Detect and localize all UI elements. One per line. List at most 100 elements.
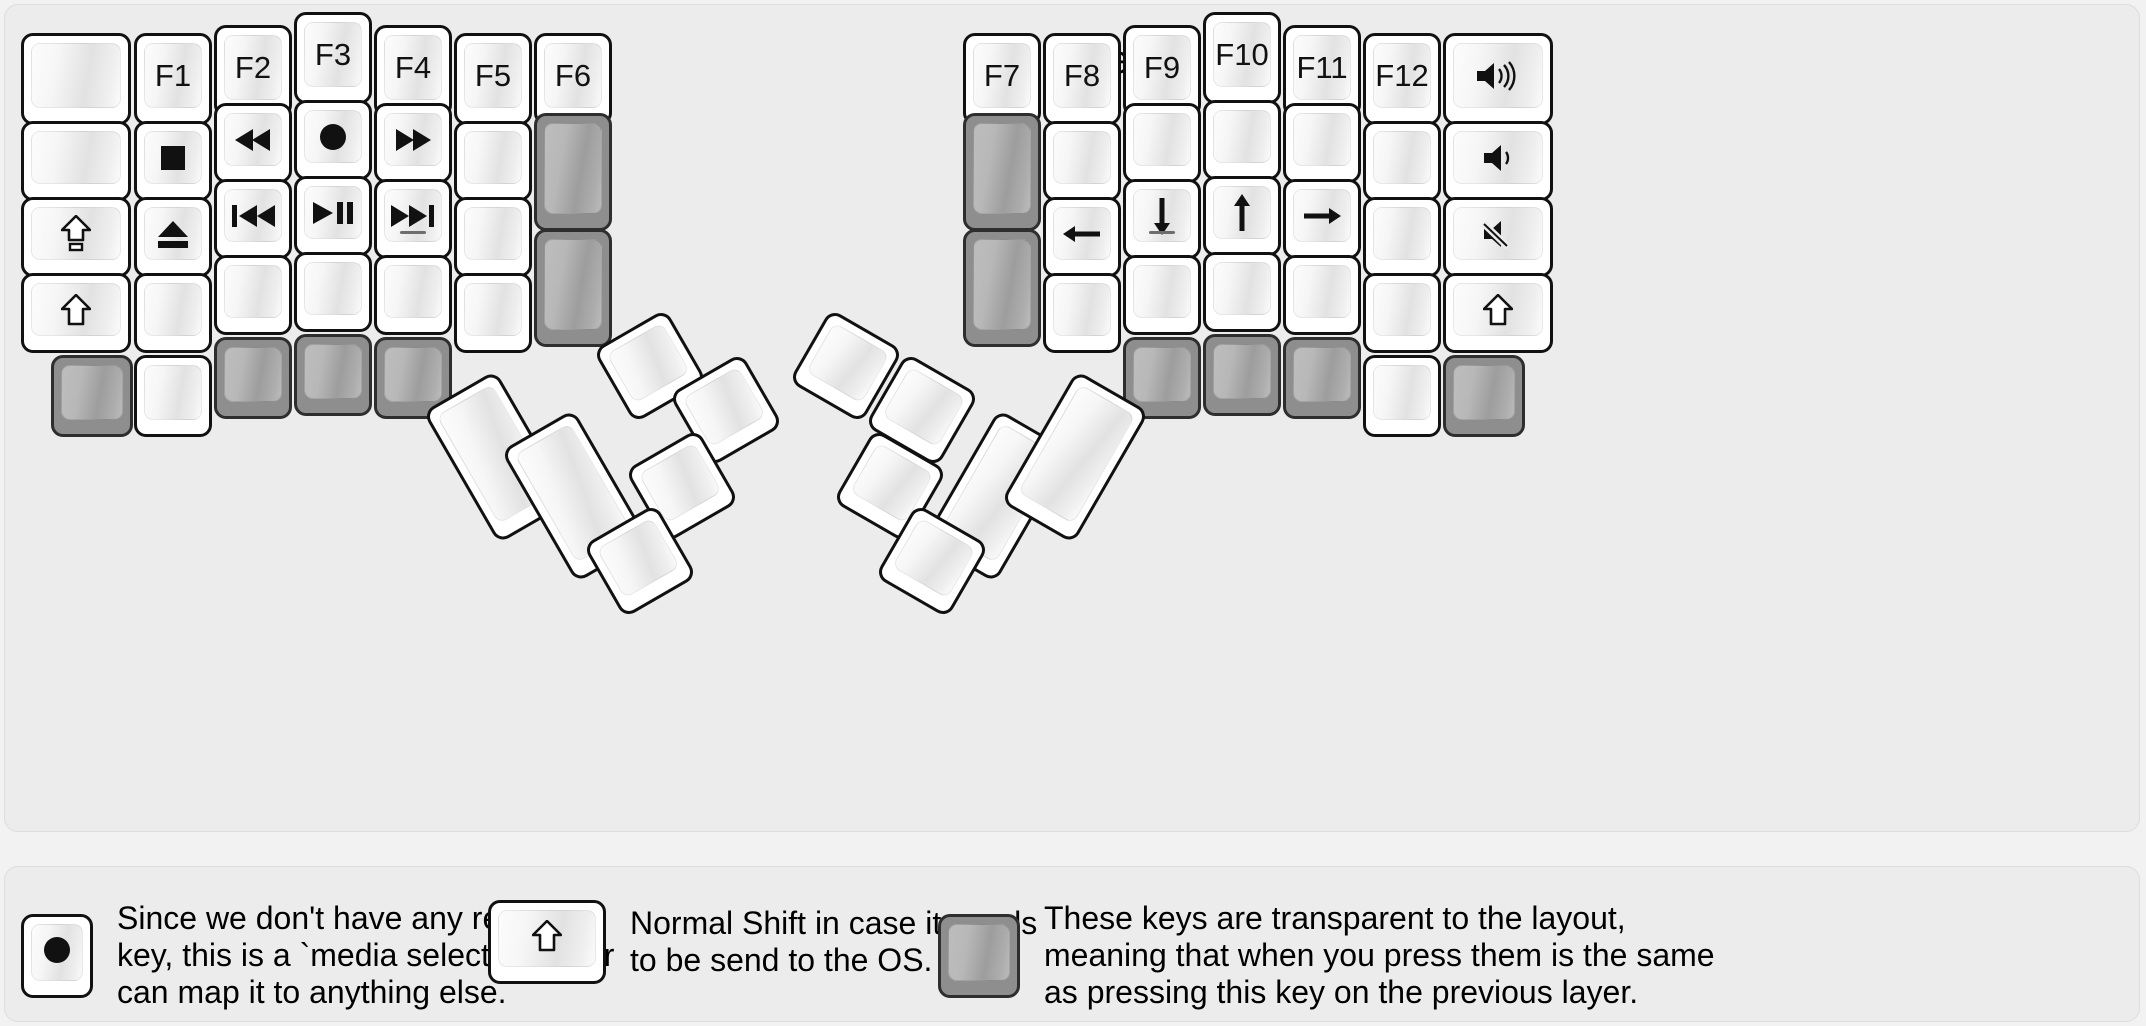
volume-up-icon <box>1475 60 1521 91</box>
key-label: F10 <box>1215 37 1269 72</box>
key-f5[interactable]: F5 <box>454 33 532 125</box>
keycap-surface <box>596 517 681 599</box>
key-f8[interactable]: F8 <box>1043 33 1121 125</box>
rewind-icon <box>233 127 273 153</box>
keycap-surface <box>1053 131 1111 184</box>
key-label: F1 <box>154 58 192 93</box>
key-shift-left[interactable] <box>21 273 131 353</box>
key-f1[interactable]: F1 <box>134 33 212 125</box>
eject-icon <box>156 219 190 249</box>
shift-up-arrow-icon <box>1483 293 1513 326</box>
key-label: F2 <box>234 50 272 85</box>
volume-mute-icon <box>1482 219 1514 249</box>
legend-text-3: These keys are transparent to the layout… <box>1044 900 1715 1011</box>
key-media-playpause[interactable] <box>294 176 372 256</box>
key-volume-down[interactable] <box>1443 121 1553 201</box>
key-blank-r4c5[interactable] <box>374 255 452 335</box>
keycap-surface <box>544 123 602 214</box>
key-trans-r5c3[interactable] <box>214 337 292 419</box>
key-blank-r2c3[interactable] <box>1123 103 1201 183</box>
key-blank-r5c2[interactable] <box>134 355 212 437</box>
keycap-surface <box>464 283 522 336</box>
key-blank-r4c4[interactable] <box>1203 252 1281 332</box>
key-volume-up[interactable] <box>1443 33 1553 125</box>
key-label: F11 <box>1296 50 1348 85</box>
key-blank-r2c2[interactable] <box>1043 121 1121 201</box>
key-blank-r1c1[interactable] <box>21 33 131 125</box>
key-blank-r2c5[interactable] <box>1283 103 1361 183</box>
keycap-surface <box>144 283 202 336</box>
key-trans-r2c1[interactable] <box>963 113 1041 231</box>
shift-up-arrow-icon <box>61 293 91 326</box>
key-f10[interactable]: F10 <box>1203 12 1281 104</box>
key-blank-r4c2[interactable] <box>134 273 212 353</box>
key-trans-r5c7[interactable] <box>1443 355 1525 437</box>
key-arrow-up[interactable] <box>1203 176 1281 256</box>
key-blank-r4c5[interactable] <box>1283 255 1361 335</box>
key-blank-r5c6[interactable] <box>1363 355 1441 437</box>
key-trans-r5c1[interactable] <box>51 355 133 437</box>
keycap-surface <box>544 239 602 330</box>
keycap-surface <box>805 322 890 404</box>
key-blank-r4c2[interactable] <box>1043 273 1121 353</box>
key-media-stop[interactable] <box>134 121 212 201</box>
key-f3[interactable]: F3 <box>294 12 372 104</box>
homing-bar <box>1149 231 1175 234</box>
keycap-surface <box>61 365 123 420</box>
key-media-fastforward[interactable] <box>374 103 452 183</box>
key-media-eject[interactable] <box>134 197 212 277</box>
key-arrow-left[interactable] <box>1043 197 1121 277</box>
key-blank-r4c4[interactable] <box>294 252 372 332</box>
key-blank-r3c6[interactable] <box>1363 197 1441 277</box>
key-trans-r5c4[interactable] <box>294 334 372 416</box>
key-trans-r5c5[interactable] <box>1283 337 1361 419</box>
record-icon <box>318 122 348 152</box>
keycap-surface <box>1053 283 1111 336</box>
key-blank-r4c3[interactable] <box>214 255 292 335</box>
key-trans-r5c4[interactable] <box>1203 334 1281 416</box>
arrow-down-icon <box>1149 196 1175 236</box>
key-media-next[interactable] <box>374 179 452 259</box>
key-blank-r4c6[interactable] <box>1363 273 1441 353</box>
keycap-surface <box>881 366 966 448</box>
key-blank-r4c6[interactable] <box>454 273 532 353</box>
keycap-surface <box>224 347 282 402</box>
key-f7[interactable]: F7 <box>963 33 1041 125</box>
key-blank-r2c6[interactable] <box>1363 121 1441 201</box>
key-arrow-right[interactable] <box>1283 179 1361 259</box>
key-f6[interactable]: F6 <box>534 33 612 125</box>
legend-panel <box>4 866 2140 1022</box>
keycap-surface <box>1133 347 1191 402</box>
keycap-surface <box>1293 113 1351 166</box>
legend-sample-key-3 <box>938 913 1020 998</box>
keycap-surface <box>1213 344 1271 399</box>
keycap-surface <box>948 923 1010 981</box>
key-trans-r2c6[interactable] <box>534 113 612 231</box>
key-blank-r2c5[interactable] <box>454 121 532 201</box>
key-media-record[interactable] <box>294 100 372 180</box>
key-blank-r4c3[interactable] <box>1123 255 1201 335</box>
key-blank-r3c5[interactable] <box>454 197 532 277</box>
key-blank-r2c1[interactable] <box>21 121 131 201</box>
stop-icon <box>160 145 186 171</box>
key-media-prev[interactable] <box>214 179 292 259</box>
key-label: F7 <box>983 58 1021 93</box>
key-f12[interactable]: F12 <box>1363 33 1441 125</box>
key-label: F9 <box>1143 50 1181 85</box>
keycap-surface <box>304 344 362 399</box>
key-shift-right[interactable] <box>1443 273 1553 353</box>
keycap-surface <box>1133 265 1191 318</box>
key-trans-r3c6[interactable] <box>534 229 612 347</box>
key-label: F5 <box>474 58 512 93</box>
key-volume-mute[interactable] <box>1443 197 1553 277</box>
keycap-surface <box>973 123 1031 214</box>
fastforward-icon <box>393 127 433 153</box>
key-arrow-down[interactable] <box>1123 179 1201 259</box>
key-blank-r2c4[interactable] <box>1203 100 1281 180</box>
shift-up-arrow-icon <box>531 919 563 957</box>
key-shift-caps[interactable] <box>21 197 131 277</box>
key-trans-r3c1[interactable] <box>963 229 1041 347</box>
next-track-icon <box>390 203 436 229</box>
key-media-rewind[interactable] <box>214 103 292 183</box>
